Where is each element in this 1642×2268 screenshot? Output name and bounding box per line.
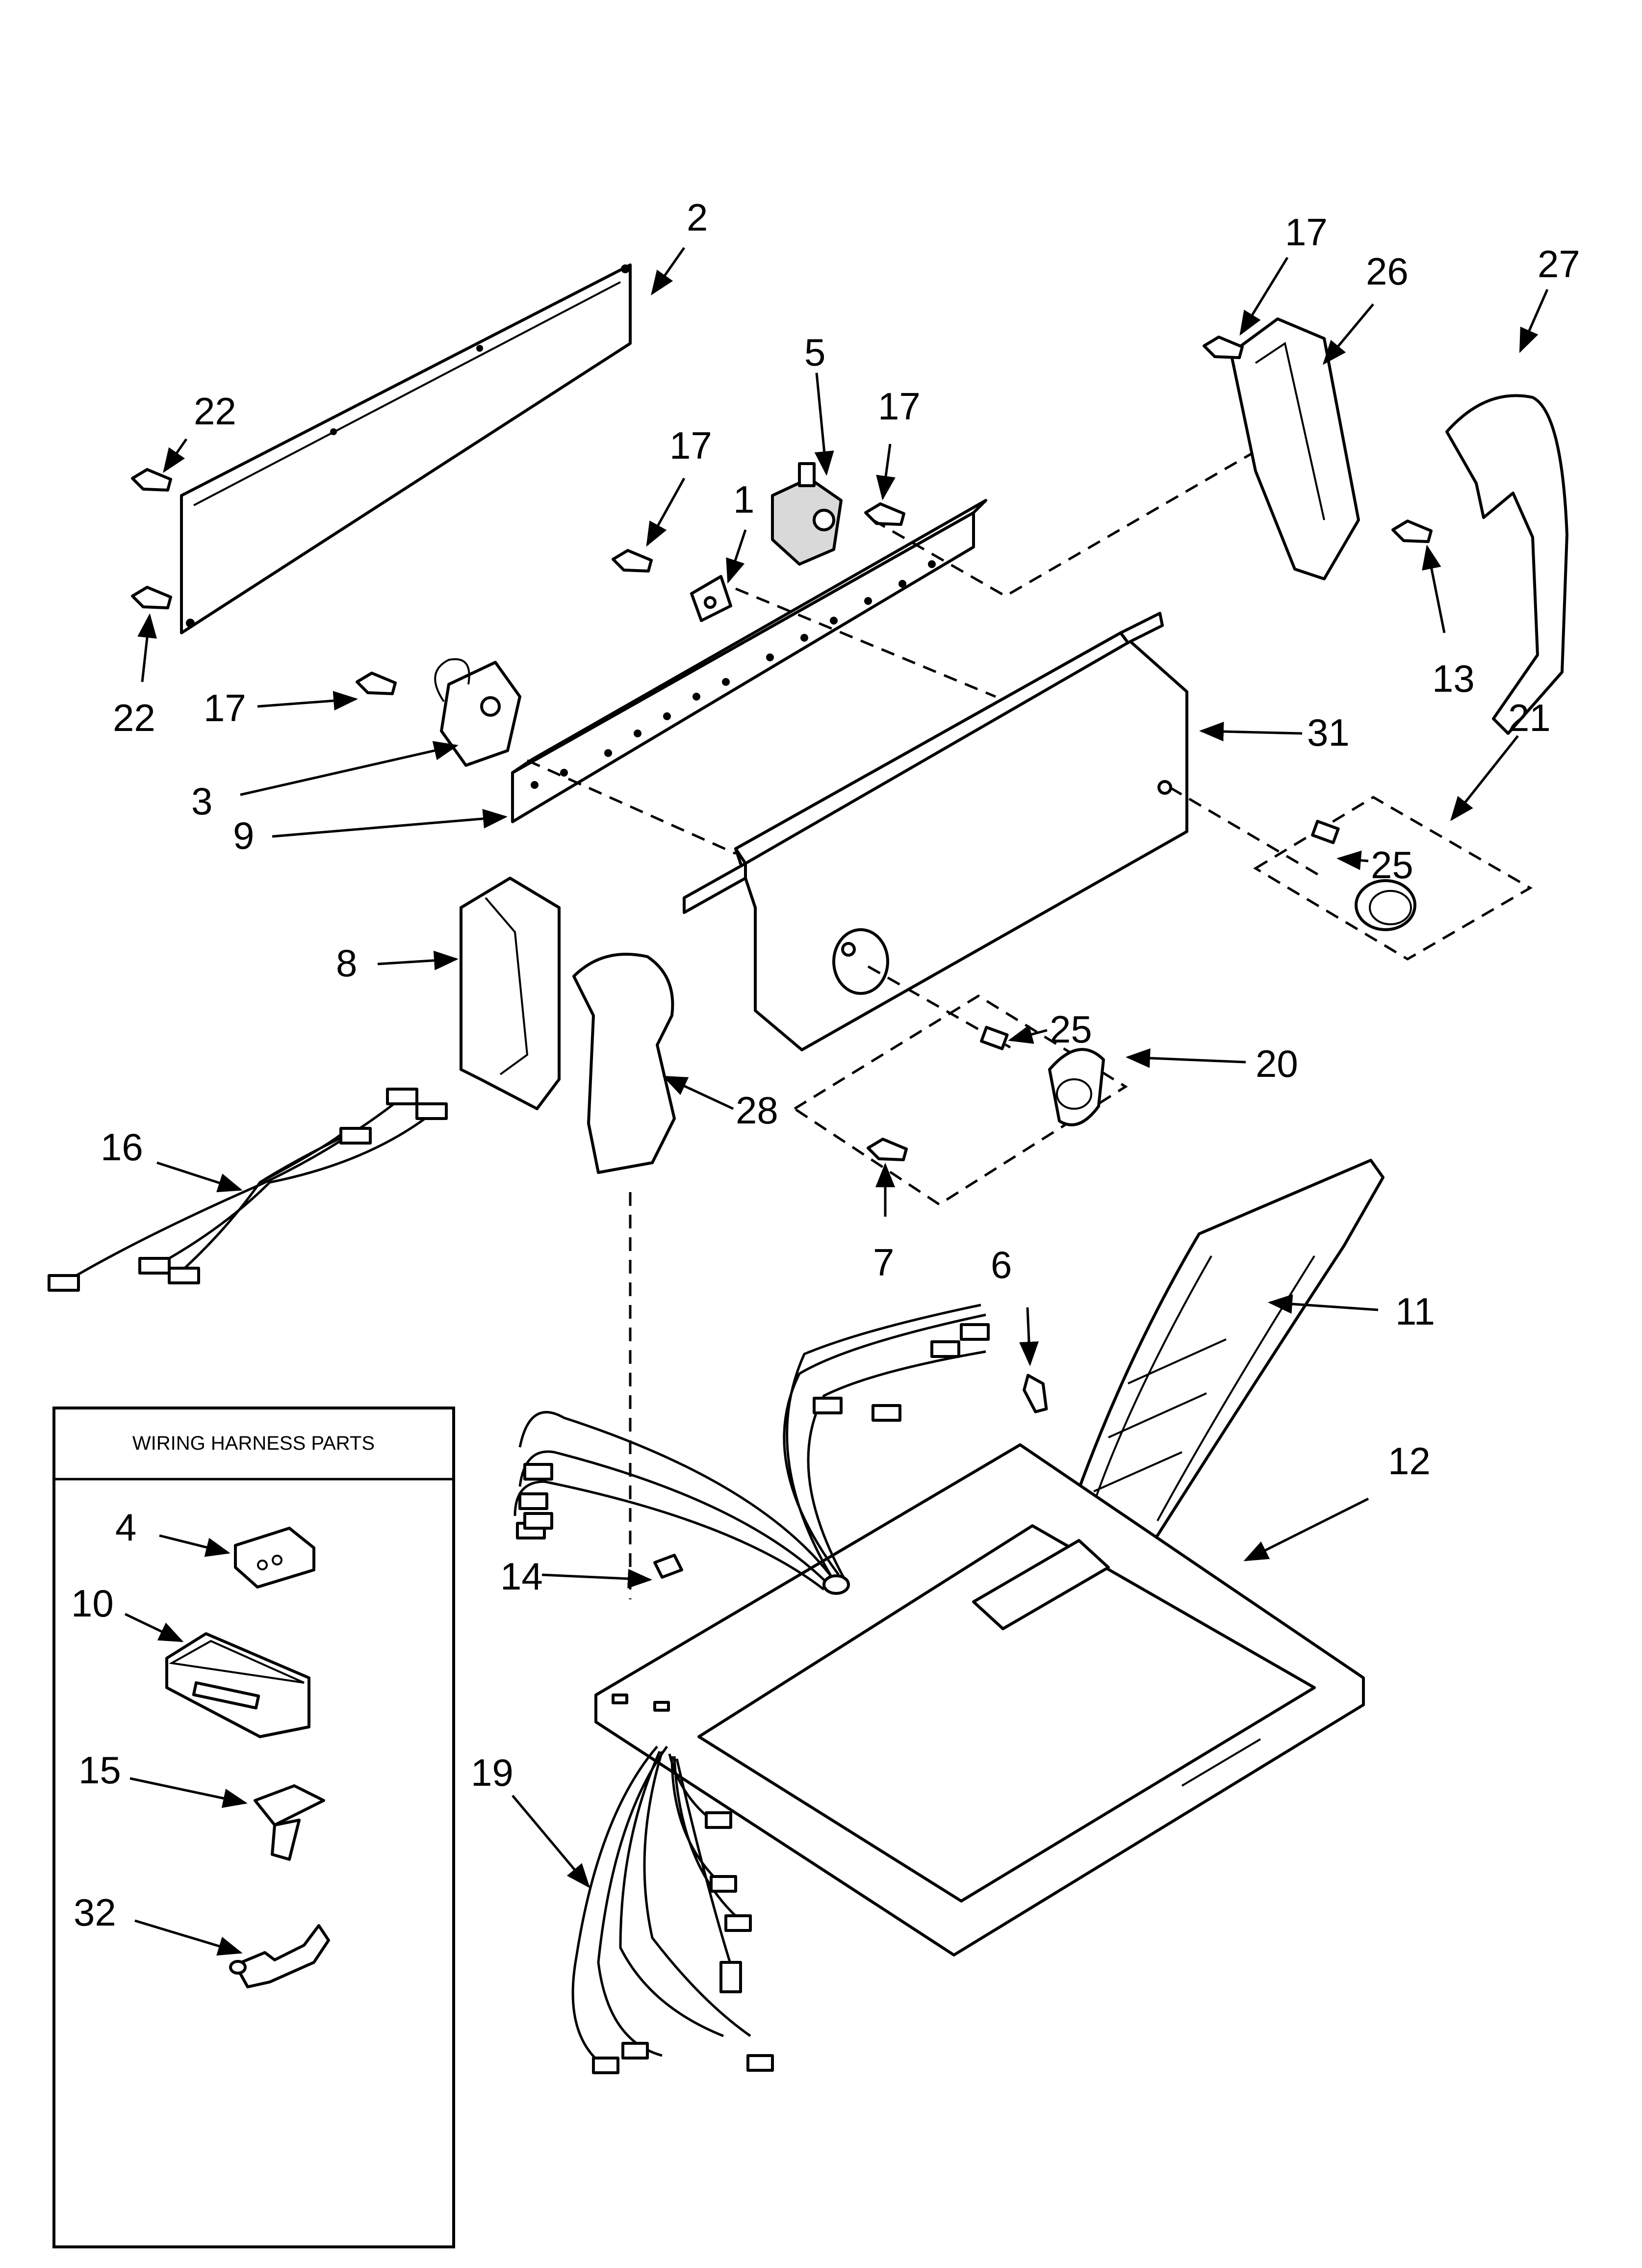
end-cap-trim-part [1445, 394, 1568, 735]
clip-part [690, 575, 732, 622]
callout-28: 28 [736, 1089, 778, 1132]
screw-icon [356, 672, 397, 695]
callout-17-mid: 17 [669, 424, 712, 467]
screw-icon [612, 549, 653, 573]
screw-icon [867, 1138, 908, 1161]
push-to-start-switch-part [771, 462, 843, 566]
left-trim-part [572, 953, 676, 1174]
callout-26: 26 [1366, 250, 1409, 293]
screw-icon [1203, 336, 1244, 359]
screw-icon [864, 502, 905, 526]
top-panel-part [594, 1443, 1365, 1956]
legend-item-32: 32 [74, 1891, 116, 1934]
callout-25-left: 25 [1050, 1008, 1092, 1051]
console-bracket-part [511, 499, 987, 823]
callout-27: 27 [1538, 242, 1580, 286]
top-harness-part [513, 1303, 990, 1595]
callout-17-left: 17 [204, 686, 246, 730]
callout-6: 6 [991, 1243, 1012, 1286]
screw-icon [131, 468, 172, 609]
clip-part [653, 1554, 683, 1579]
end-cap-part [1230, 317, 1360, 580]
callout-1: 1 [733, 478, 754, 521]
wire-clip-part [254, 1784, 325, 1861]
screw-icon [1023, 1374, 1048, 1413]
callout-22-top: 22 [194, 390, 236, 433]
callout-7: 7 [873, 1241, 894, 1284]
callout-5: 5 [804, 331, 825, 374]
callout-20: 20 [1256, 1042, 1298, 1085]
callout-31: 31 [1307, 711, 1350, 754]
timer-switch-part [434, 658, 521, 767]
callout-22-bottom: 22 [113, 696, 155, 739]
legend-title: WIRING HARNESS PARTS [132, 1433, 375, 1454]
legend-item-15: 15 [78, 1748, 121, 1792]
callout-11: 11 [1395, 1290, 1435, 1333]
callout-3: 3 [191, 780, 212, 823]
terminal-part [229, 1924, 330, 1988]
left-end-cap-part [460, 877, 561, 1110]
callout-14: 14 [500, 1555, 543, 1598]
wiring-harness-legend: WIRING HARNESS PARTS 4 10 15 32 [52, 1407, 455, 2248]
screw-icon [1391, 520, 1433, 543]
control-panel-part [683, 612, 1188, 1051]
callout-13: 13 [1432, 657, 1475, 700]
callout-21: 21 [1508, 696, 1551, 739]
callout-17-right: 17 [878, 385, 921, 428]
legend-item-4: 4 [115, 1506, 136, 1549]
timer-knob-part [980, 1026, 1105, 1126]
callout-9: 9 [233, 814, 254, 857]
callout-8: 8 [336, 941, 357, 985]
callout-16: 16 [101, 1125, 143, 1169]
wire-harness-part [48, 1088, 448, 1292]
legend-item-10: 10 [71, 1582, 114, 1625]
connector-housing-part [234, 1527, 315, 1589]
knob-part [1311, 820, 1416, 931]
callout-19: 19 [471, 1751, 513, 1794]
callout-17-top-right: 17 [1285, 210, 1328, 254]
rear-panel-part [180, 263, 632, 634]
main-harness-part [571, 1746, 774, 2074]
callout-2: 2 [687, 196, 708, 239]
callout-12: 12 [1388, 1439, 1431, 1483]
callout-25-right: 25 [1371, 843, 1413, 886]
terminal-block-part [165, 1632, 310, 1738]
